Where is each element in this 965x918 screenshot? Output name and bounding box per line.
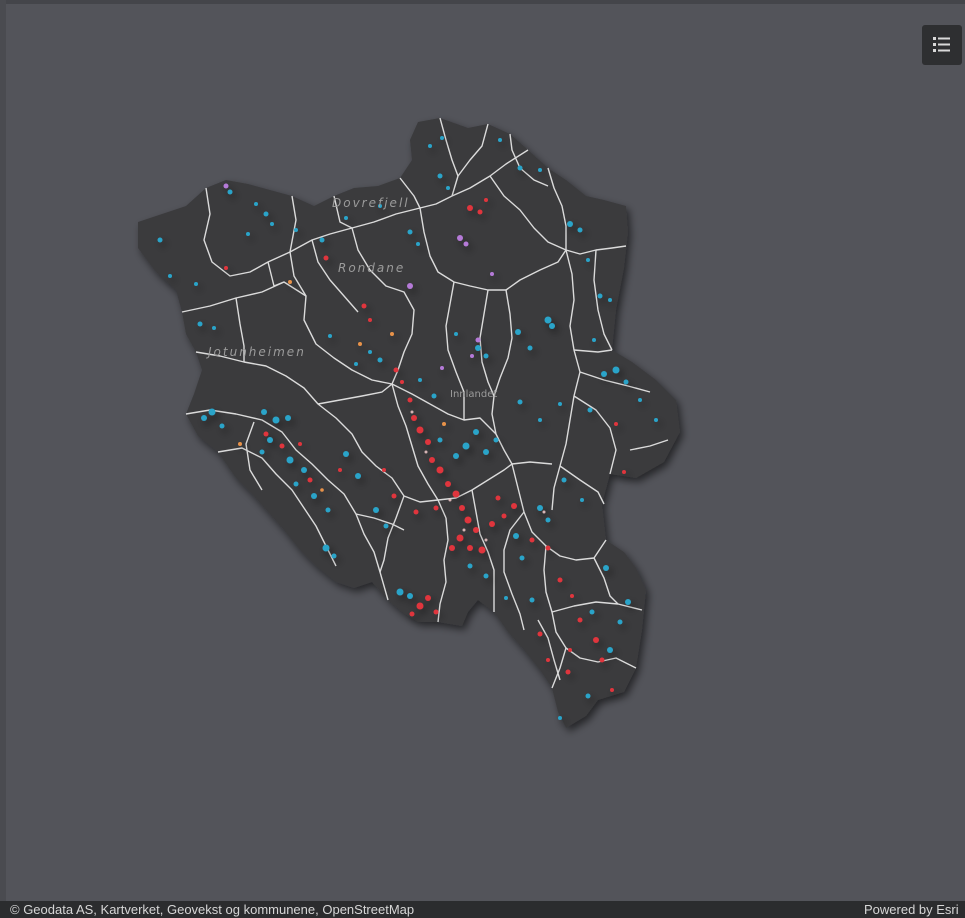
map-left-border <box>0 0 6 918</box>
label-rondane: Rondane <box>338 261 405 275</box>
label-jotunheimen: Jotunheimen <box>206 345 306 359</box>
data-clusters[interactable] <box>157 136 659 720</box>
red-clusters <box>224 198 626 692</box>
attribution-text[interactable]: © Geodata AS, Kartverket, Geovekst og ko… <box>10 902 415 917</box>
legend-button[interactable] <box>922 25 962 65</box>
municipality-boundaries <box>181 117 669 689</box>
label-dovrefjell: Dovrefjell <box>332 196 410 210</box>
orange-clusters <box>238 280 446 492</box>
map-top-border <box>0 0 965 4</box>
legend-list-icon <box>933 37 950 52</box>
attribution-bar: © Geodata AS, Kartverket, Geovekst og ko… <box>0 901 965 918</box>
purple-clusters <box>223 183 494 370</box>
powered-by-esri[interactable]: Powered by Esri <box>864 902 959 917</box>
label-innlandet: Innlandet <box>450 389 497 400</box>
light-clusters <box>410 410 546 542</box>
cyan-clusters <box>157 136 658 720</box>
